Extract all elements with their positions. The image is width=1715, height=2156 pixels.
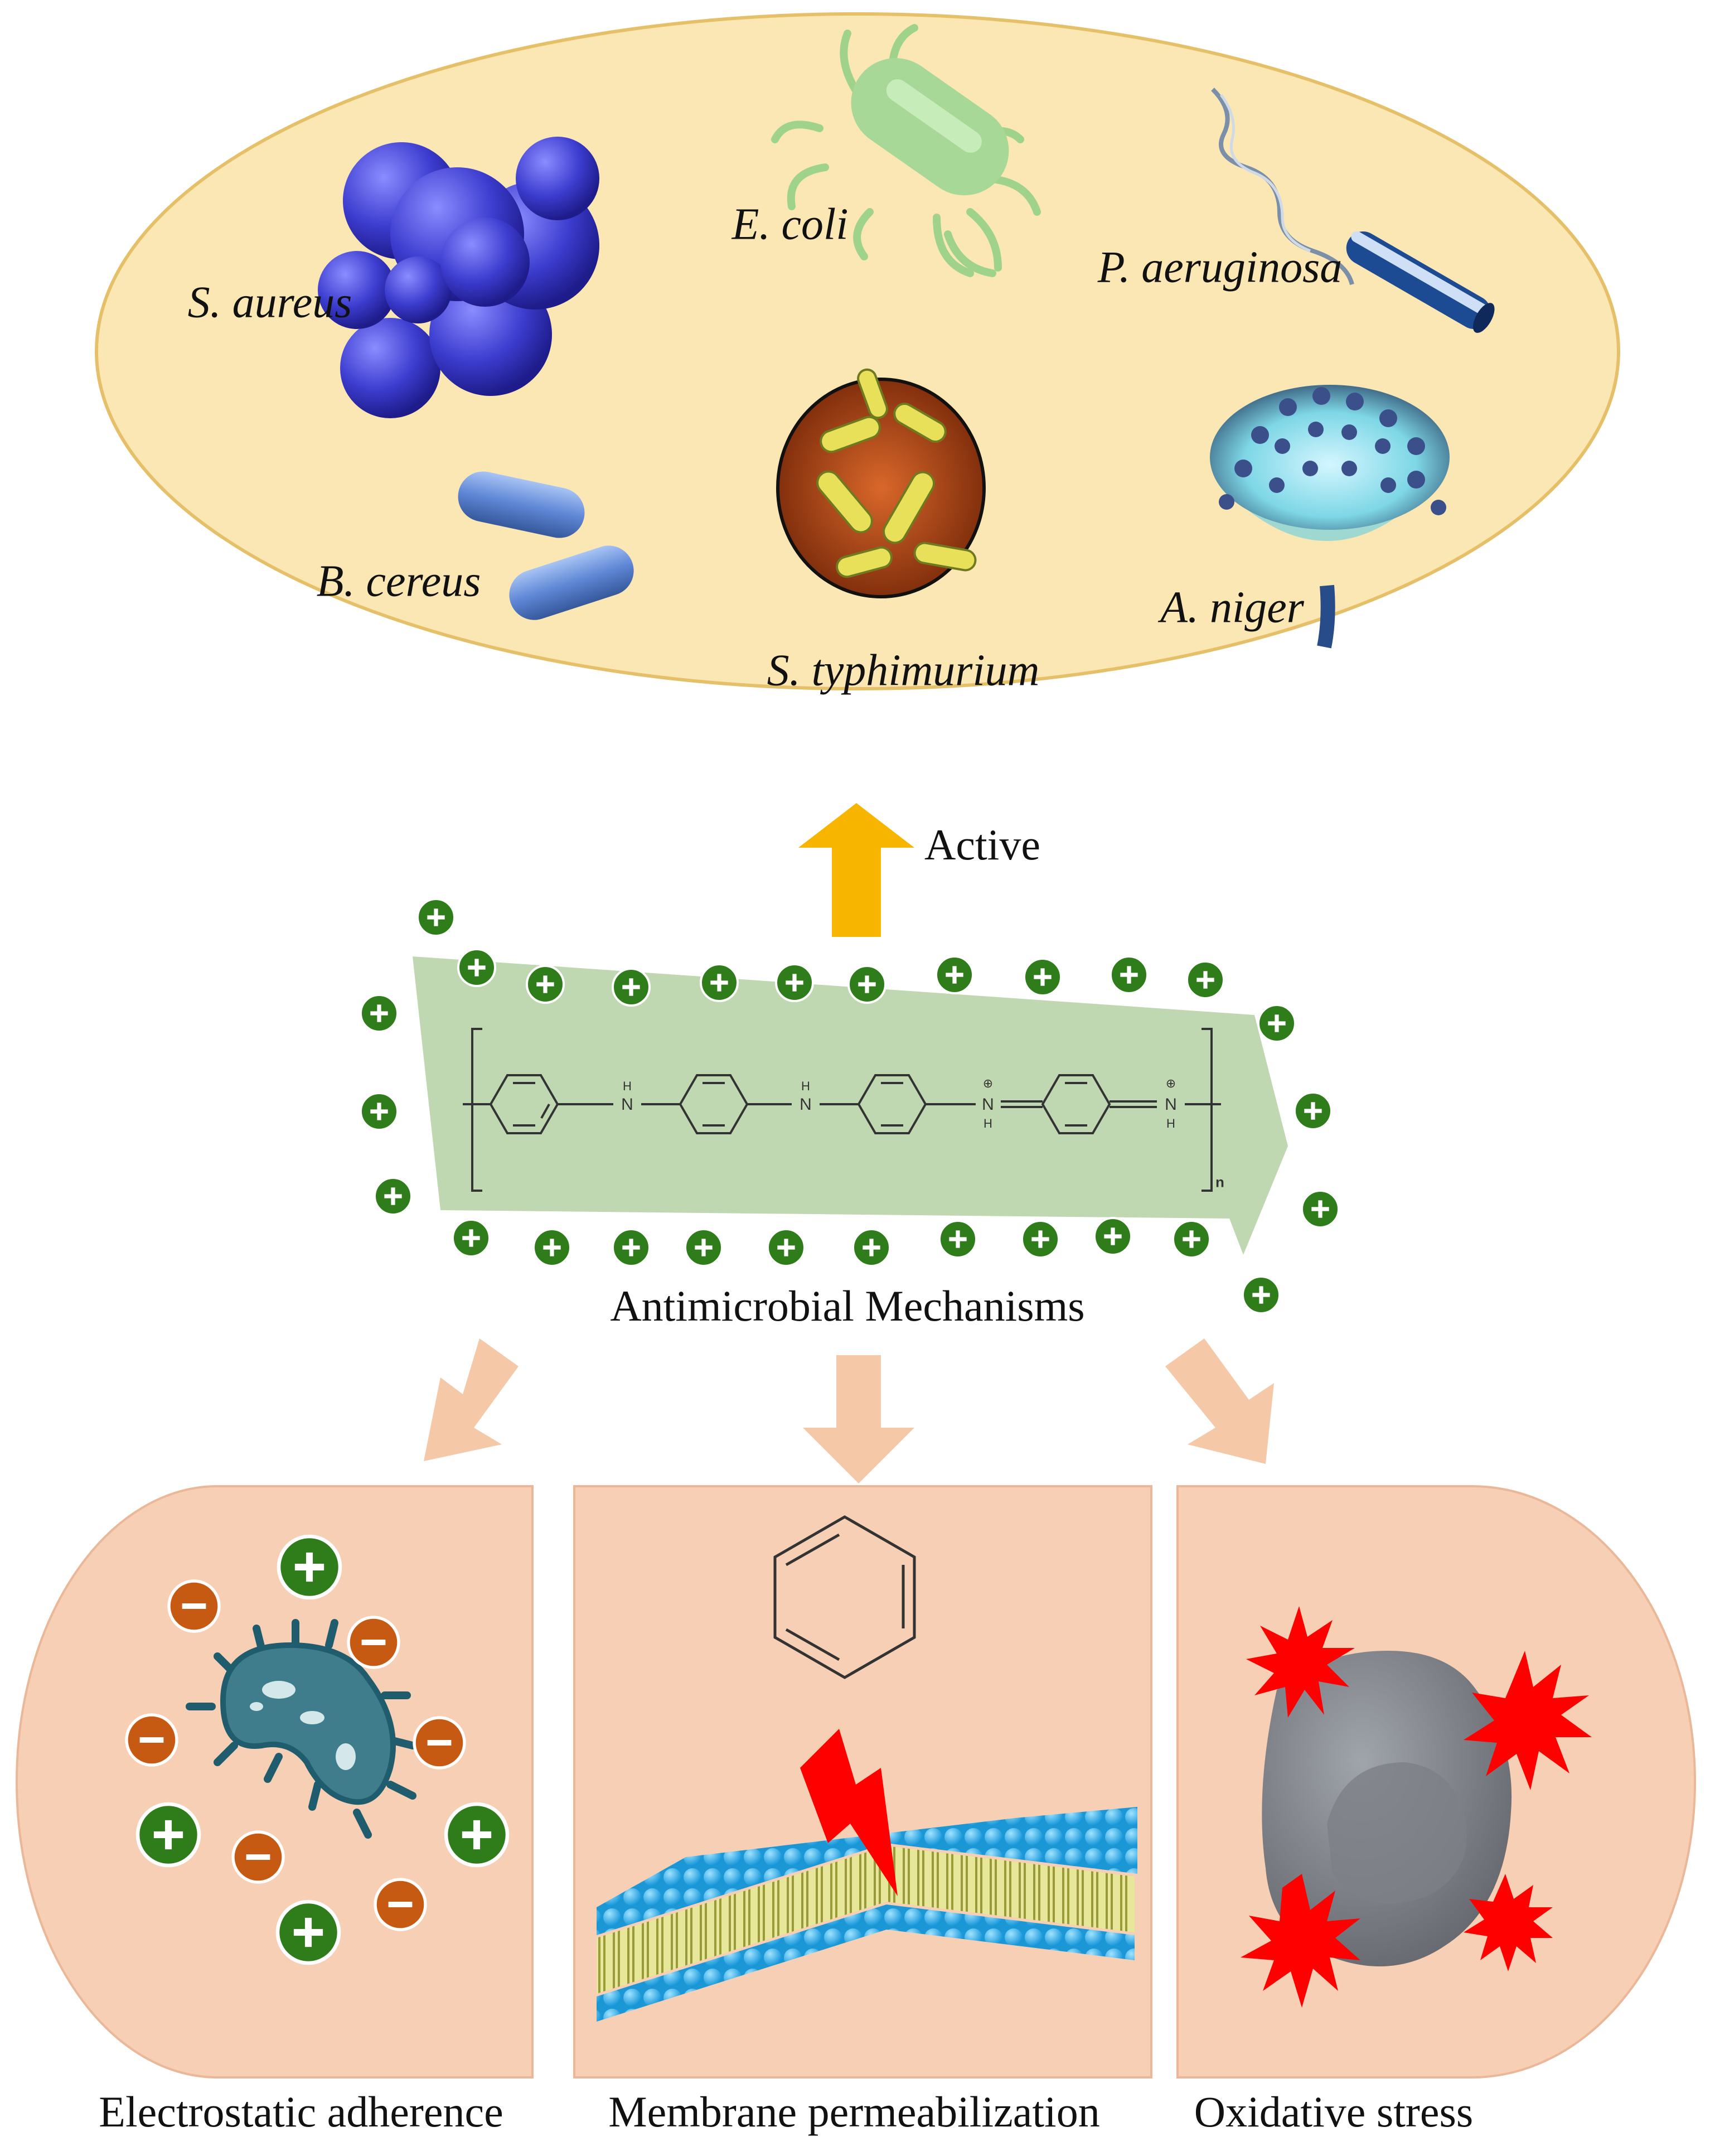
positive-charge bbox=[847, 965, 886, 1004]
positive-charge bbox=[775, 963, 814, 1002]
b-cereus-icon bbox=[458, 471, 634, 620]
positive-charge bbox=[700, 963, 739, 1002]
active-arrow bbox=[798, 803, 914, 937]
subscript-n: n bbox=[1215, 1173, 1224, 1191]
svg-text:N: N bbox=[621, 1095, 633, 1114]
label-p-aeruginosa: P. aeruginosa bbox=[1097, 243, 1343, 292]
negative-charge bbox=[374, 1878, 427, 1931]
label-electrostatic: Electrostatic adherence bbox=[99, 2087, 503, 2136]
lightning-icon bbox=[800, 1729, 898, 1896]
positive-charge bbox=[275, 1899, 341, 1965]
positive-charge bbox=[935, 955, 974, 994]
positive-charge bbox=[360, 994, 399, 1033]
polymer-band bbox=[413, 956, 1288, 1255]
positive-charge bbox=[532, 1228, 571, 1267]
label-oxidative: Oxidative stress bbox=[1194, 2087, 1474, 2136]
positive-charge bbox=[135, 1802, 201, 1868]
label-a-niger: A. niger bbox=[1160, 583, 1304, 632]
svg-text:⊕: ⊕ bbox=[983, 1076, 993, 1090]
positive-charge bbox=[1093, 1217, 1132, 1256]
positive-charge bbox=[1293, 1091, 1333, 1130]
positive-charge bbox=[1257, 1004, 1296, 1043]
svg-text:H: H bbox=[623, 1079, 632, 1093]
e-coli-icon bbox=[771, 24, 1041, 277]
label-membrane: Membrane permeabilization bbox=[608, 2087, 1100, 2136]
active-label: Active bbox=[924, 820, 1040, 869]
positive-charge bbox=[612, 968, 651, 1007]
positive-charge bbox=[1301, 1190, 1340, 1229]
a-niger-icon bbox=[1210, 385, 1450, 649]
svg-text:H: H bbox=[984, 1116, 992, 1130]
negative-charge bbox=[125, 1713, 178, 1767]
svg-text:N: N bbox=[1165, 1095, 1177, 1114]
svg-text:N: N bbox=[982, 1095, 994, 1114]
label-e-coli: E. coli bbox=[731, 200, 849, 249]
positive-charge bbox=[444, 1802, 510, 1868]
positive-charge bbox=[1172, 1220, 1211, 1259]
electrostatic-panel bbox=[16, 1485, 534, 2078]
positive-charges bbox=[125, 898, 1340, 1965]
positive-charge bbox=[684, 1228, 723, 1267]
label-s-typhimurium: S. typhimurium bbox=[767, 646, 1040, 695]
polyaniline-structure bbox=[463, 1028, 1221, 1192]
center-label: Antimicrobial Mechanisms bbox=[610, 1282, 1085, 1330]
negative-charge bbox=[167, 1579, 221, 1633]
damaged-cell-icon bbox=[1262, 1651, 1512, 1966]
nitrogen-labels: NH NH NH⊕ NH⊕ bbox=[621, 1076, 1177, 1130]
negative-charge bbox=[231, 1830, 285, 1884]
positive-charge bbox=[526, 965, 565, 1004]
s-typhimurium-icon bbox=[776, 368, 986, 598]
negative-charge bbox=[347, 1616, 400, 1669]
label-b-cereus: B. cereus bbox=[316, 557, 481, 606]
s-aureus-icon bbox=[318, 137, 599, 418]
positive-charge bbox=[1242, 1275, 1281, 1314]
svg-text:H: H bbox=[801, 1079, 810, 1093]
p-aeruginosa-icon bbox=[1211, 88, 1495, 333]
label-s-aureus: S. aureus bbox=[187, 278, 352, 327]
benzene-icon bbox=[773, 1515, 916, 1679]
positive-charge bbox=[374, 1177, 413, 1216]
negative-charge bbox=[413, 1716, 466, 1770]
mechanism-arrows bbox=[424, 1338, 1274, 1483]
positive-charge bbox=[938, 1220, 977, 1259]
positive-charge bbox=[452, 1219, 491, 1258]
positive-charge bbox=[1110, 955, 1149, 994]
ros-burst-icons bbox=[1241, 1606, 1592, 2008]
svg-text:⊕: ⊕ bbox=[1166, 1076, 1176, 1090]
svg-text:H: H bbox=[1166, 1116, 1175, 1130]
positive-charge bbox=[457, 948, 496, 987]
positive-charge bbox=[852, 1228, 891, 1267]
positive-charge bbox=[416, 898, 456, 937]
positive-charge bbox=[1023, 958, 1062, 997]
positive-charge bbox=[1186, 960, 1225, 999]
svg-text:N: N bbox=[800, 1095, 812, 1114]
positive-charge bbox=[767, 1228, 806, 1267]
positive-charge bbox=[1021, 1220, 1060, 1259]
membrane-bilayer-icon bbox=[597, 1807, 1137, 2022]
positive-charge bbox=[612, 1228, 651, 1267]
bacterium-icon bbox=[186, 1619, 416, 1839]
positive-charge bbox=[360, 1092, 399, 1131]
positive-charge bbox=[277, 1534, 342, 1600]
